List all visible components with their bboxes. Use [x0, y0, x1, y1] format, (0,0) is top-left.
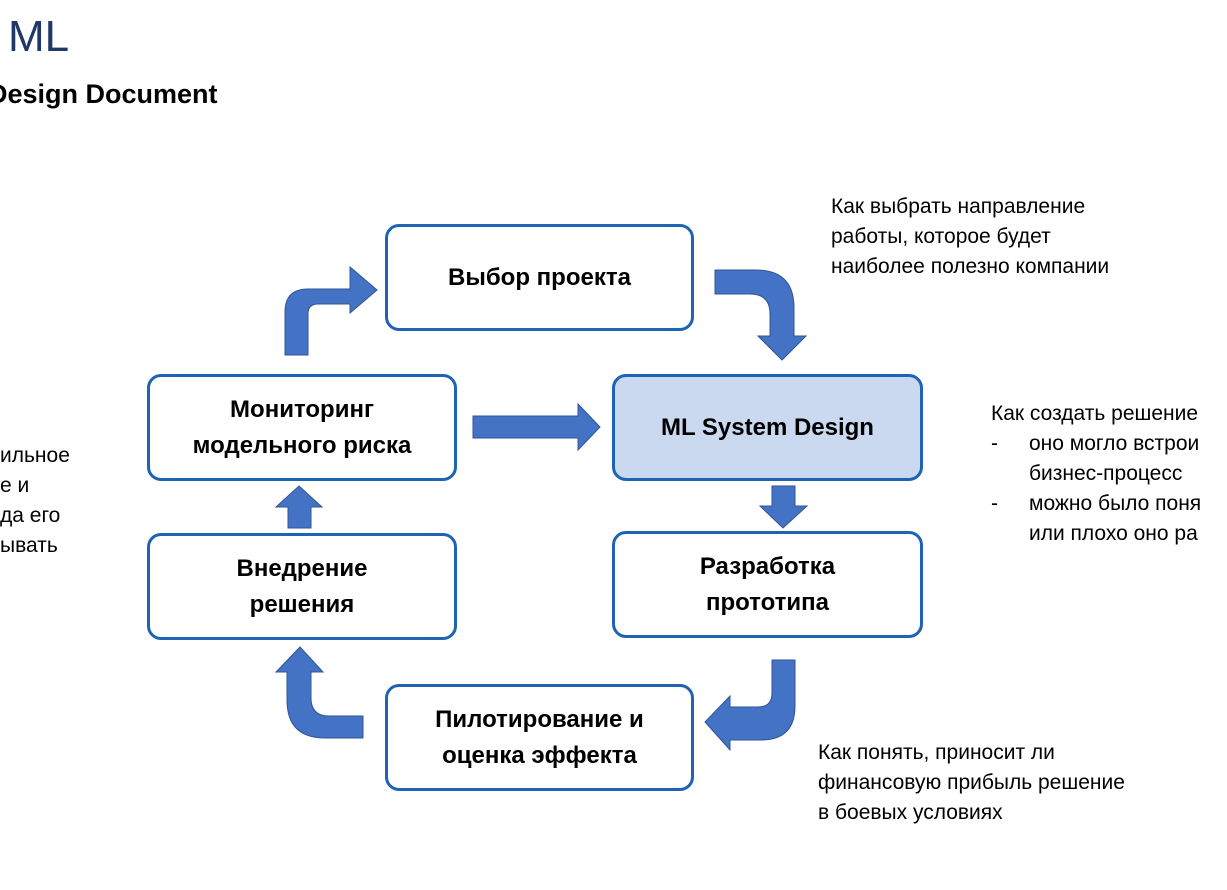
box-pilot-line1: Пилотирование и	[435, 705, 644, 733]
note-pilot-line: в боевых условиях	[818, 801, 1003, 824]
list-dash: -	[991, 432, 998, 455]
box-pilot-line2: оценка эффекта	[442, 741, 637, 769]
page-subtitle: Design Document	[0, 79, 218, 109]
note-project: Как выбрать направление работы, которое …	[831, 192, 1109, 282]
note-design-text: оно могло встрои	[1029, 432, 1200, 455]
box-prototype-line1: Разработка	[699, 552, 836, 580]
note-design-text: или плохо оно ра	[1029, 522, 1198, 545]
box-implementation-line2: решения	[249, 590, 355, 618]
box-monitoring: Мониторинг модельного риска	[147, 374, 457, 481]
note-pilot: Как понять, приносит ли финансовую прибы…	[818, 738, 1125, 828]
note-pilot-line: Как понять, приносит ли	[818, 741, 1055, 764]
note-design-text: можно было поня	[1029, 492, 1202, 515]
box-monitoring-line2: модельного риска	[192, 431, 412, 459]
note-design-item: - оно могло встрои бизнес-процесс	[991, 429, 1201, 489]
note-left-line: ильное	[0, 444, 70, 467]
box-prototype-line2: прототипа	[705, 588, 830, 616]
box-monitoring-line1: Мониторинг	[230, 395, 374, 423]
arrow-monitoring-to-design	[472, 402, 601, 452]
box-ml-system-design: ML System Design	[612, 374, 923, 481]
arrow-project-to-design	[714, 269, 808, 361]
arrow-pilot-to-implementation	[274, 646, 364, 739]
note-left-line: е и	[0, 474, 30, 497]
list-dash: -	[991, 492, 998, 515]
note-left-line: ывать	[0, 534, 58, 557]
note-project-line: наиболее полезно компании	[831, 255, 1110, 278]
note-design-list: - оно могло встрои бизнес-процесс - можн…	[991, 429, 1201, 549]
note-left-partial: ильное е и да его ывать	[0, 441, 70, 561]
arrow-design-to-prototype	[758, 485, 809, 529]
page-title: ML	[8, 12, 70, 61]
note-pilot-line: финансовую прибыль решение	[818, 771, 1125, 794]
note-project-line: Как выбрать направление	[831, 195, 1086, 218]
box-project-selection-label: Выбор проекта	[448, 263, 631, 291]
note-design-intro: Как создать решение	[991, 402, 1199, 425]
arrow-prototype-to-pilot	[704, 659, 796, 752]
note-design-text: бизнес-процесс	[1029, 462, 1183, 485]
box-implementation-line1: Внедрение	[236, 554, 368, 582]
box-project-selection: Выбор проекта	[385, 224, 694, 331]
box-pilot: Пилотирование и оценка эффекта	[385, 684, 694, 791]
arrow-implementation-to-monitoring	[274, 485, 324, 529]
note-project-line: работы, которое будет	[831, 225, 1051, 248]
box-implementation: Внедрение решения	[147, 533, 457, 640]
box-ml-system-design-label: ML System Design	[661, 413, 874, 441]
arrow-monitoring-to-project	[284, 265, 378, 356]
note-left-line: да его	[0, 504, 61, 527]
note-design-item: - можно было поня или плохо оно ра	[991, 489, 1201, 549]
box-prototype: Разработка прототипа	[612, 531, 923, 638]
